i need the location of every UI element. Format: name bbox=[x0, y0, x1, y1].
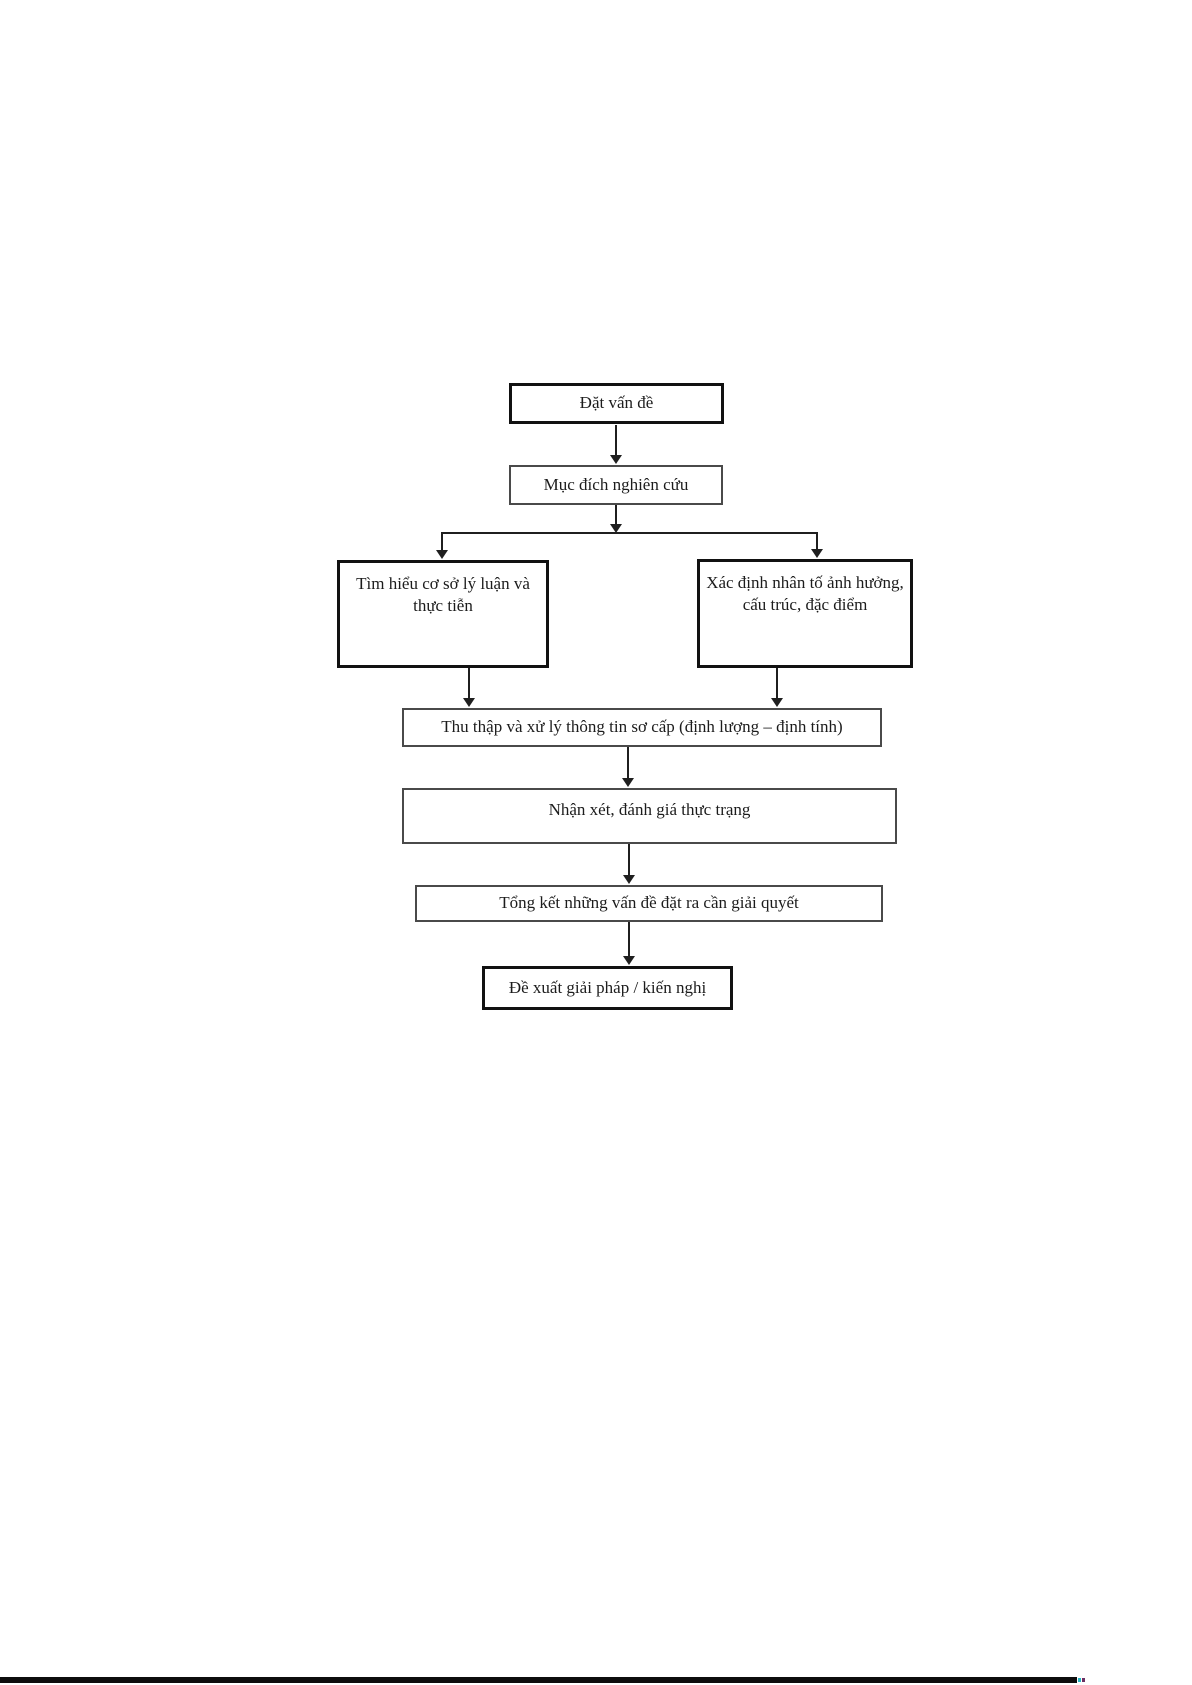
scan-artifact-dot bbox=[1078, 1678, 1081, 1682]
connector-line bbox=[615, 505, 617, 525]
arrow-down-icon bbox=[623, 956, 635, 965]
arrow-down-icon bbox=[623, 875, 635, 884]
arrow-down-icon bbox=[463, 698, 475, 707]
connector-line bbox=[615, 425, 617, 456]
flow-node-label: Thu thập và xử lý thông tin sơ cấp (định… bbox=[441, 717, 843, 737]
flow-node-label: Đề xuất giải pháp / kiến nghị bbox=[508, 977, 707, 997]
flow-node-nhan-xet-danh-gia: Nhận xét, đánh giá thực trạng bbox=[402, 788, 897, 844]
connector-line bbox=[468, 668, 470, 699]
flow-node-nhan-to-anh-huong: Xác định nhân tố ảnh hưởng, cấu trúc, đặ… bbox=[697, 559, 913, 668]
flow-node-label: Tìm hiểu cơ sở lý luận và thực tiễn bbox=[356, 574, 530, 616]
flow-node-muc-dich-nghien-cuu: Mục đích nghiên cứu bbox=[509, 465, 723, 505]
flow-node-co-so-ly-luan: Tìm hiểu cơ sở lý luận và thực tiễn bbox=[337, 560, 549, 668]
flow-node-de-xuat: Đề xuất giải pháp / kiến nghị bbox=[482, 966, 733, 1010]
connector-line bbox=[627, 747, 629, 779]
connector-line bbox=[628, 922, 630, 957]
connector-line bbox=[442, 532, 818, 534]
connector-line bbox=[628, 844, 630, 876]
scan-artifact-dot bbox=[1082, 1678, 1085, 1682]
arrow-down-icon bbox=[610, 524, 622, 533]
flow-node-label: Xác định nhân tố ảnh hưởng, cấu trúc, đặ… bbox=[706, 573, 904, 615]
flow-node-label: Mục đích nghiên cứu bbox=[543, 474, 689, 494]
connector-line bbox=[816, 532, 818, 550]
flow-node-dat-van-de: Đặt vấn đề bbox=[509, 383, 724, 424]
flow-node-tong-ket: Tổng kết những vấn đề đặt ra cần giải qu… bbox=[415, 885, 883, 922]
flow-node-label: Nhận xét, đánh giá thực trạng bbox=[548, 800, 751, 819]
arrow-down-icon bbox=[811, 549, 823, 558]
arrow-down-icon bbox=[771, 698, 783, 707]
arrow-down-icon bbox=[436, 550, 448, 559]
flow-node-thu-thap-xu-ly: Thu thập và xử lý thông tin sơ cấp (định… bbox=[402, 708, 882, 747]
connector-line bbox=[441, 532, 443, 551]
arrow-down-icon bbox=[622, 778, 634, 787]
flow-node-label: Đặt vấn đề bbox=[579, 393, 654, 413]
flow-node-label: Tổng kết những vấn đề đặt ra cần giải qu… bbox=[499, 893, 799, 913]
page-bottom-rule bbox=[0, 1677, 1077, 1683]
arrow-down-icon bbox=[610, 455, 622, 464]
connector-line bbox=[776, 668, 778, 699]
